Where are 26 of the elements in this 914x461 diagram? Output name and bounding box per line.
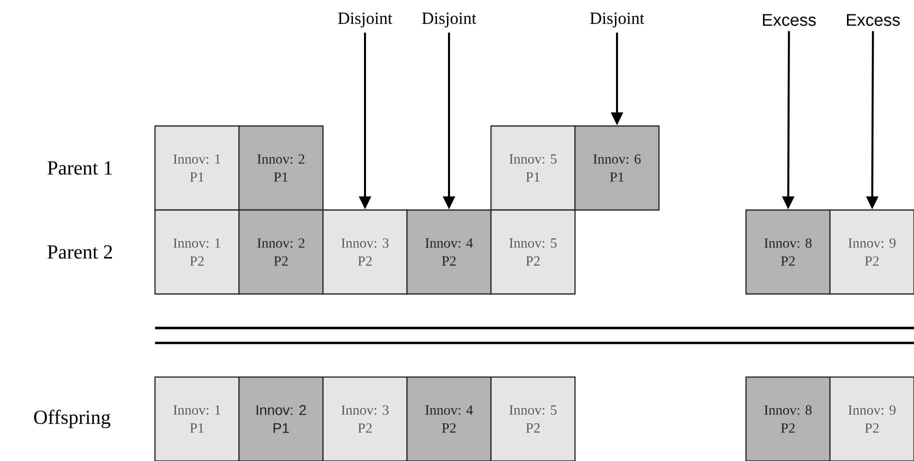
gene-cell: Innov: 9 P2: [829, 376, 914, 461]
gene-cell: Innov: 6 P1: [574, 125, 660, 211]
gene-cell: Innov: 8 P2: [745, 376, 831, 461]
arrow-label: Disjoint: [422, 12, 476, 28]
gene-cell: Innov: 4 P2: [406, 209, 492, 295]
arrow-label: Excess: [763, 14, 816, 26]
gene-cell: Innov: 2 P1: [238, 125, 324, 211]
gene-cell: Innov: 4 P2: [406, 376, 492, 461]
gene-cell: Innov: 9 P2: [829, 209, 914, 295]
gene-cell: Innov: 8 P2: [745, 209, 831, 295]
gene-cell: Innov: 3 P2: [322, 209, 408, 295]
gene-cell: Innov: 3 P2: [322, 376, 408, 461]
arrow-label: Disjoint: [590, 12, 644, 28]
gene-cell: Innov: 1 P1: [154, 376, 240, 461]
gene-cell: Innov: 1 P2: [154, 209, 240, 295]
gene-cell: Innov: 2 P2: [238, 209, 324, 295]
row-label: Parent 2: [48, 245, 112, 259]
gene-cell: Innov: 2 P1: [238, 376, 324, 461]
arrow-label: Excess: [847, 14, 900, 26]
gene-cell: Innov: 5 P1: [490, 125, 576, 211]
row-label: Offspring: [34, 410, 110, 428]
row-label: Parent 1: [48, 161, 112, 175]
arrow-label: Disjoint: [338, 12, 392, 28]
gene-cell: Innov: 1 P1: [154, 125, 240, 211]
gene-cell: Innov: 5 P2: [490, 376, 576, 461]
gene-cell: Innov: 5 P2: [490, 209, 576, 295]
